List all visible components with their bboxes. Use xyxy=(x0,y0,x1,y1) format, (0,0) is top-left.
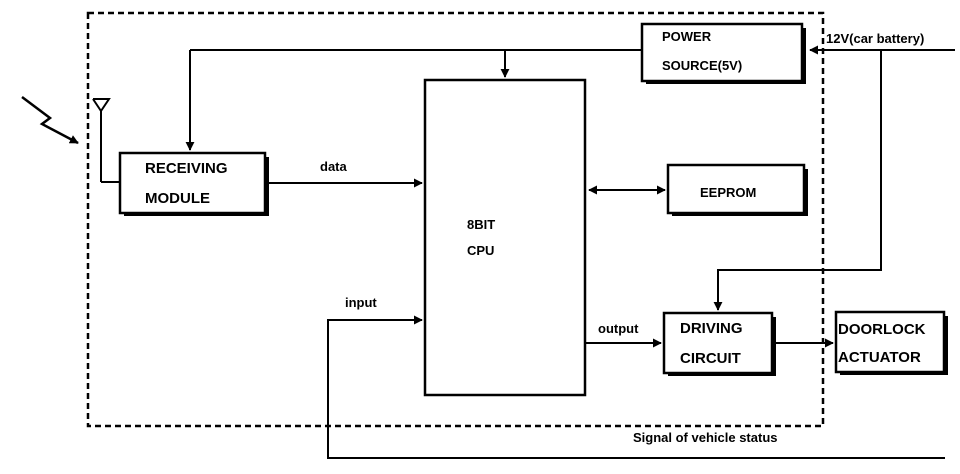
data-connection: data xyxy=(269,159,422,183)
receiving-module-block: RECEIVING MODULE xyxy=(120,153,269,216)
input-label: input xyxy=(345,295,377,310)
receiving-module-label-1: RECEIVING xyxy=(145,160,228,177)
lightning-icon xyxy=(22,97,78,143)
power-source-block: POWER SOURCE(5V) xyxy=(642,24,806,84)
cpu-block: 8BIT CPU xyxy=(425,80,585,395)
power-source-label-1: POWER xyxy=(662,29,712,44)
driving-circuit-block: DRIVING CIRCUIT xyxy=(664,313,776,376)
eeprom-label: EEPROM xyxy=(700,185,756,200)
output-label: output xyxy=(598,321,639,336)
cpu-label-2: CPU xyxy=(467,243,494,258)
driving-circuit-label-2: CIRCUIT xyxy=(680,350,741,367)
vehicle-signal-label: Signal of vehicle status xyxy=(633,430,778,445)
battery-label: 12V(car battery) xyxy=(826,31,924,46)
antenna-icon xyxy=(93,99,120,182)
driving-circuit-label-1: DRIVING xyxy=(680,320,743,337)
doorlock-actuator-label-2: ACTUATOR xyxy=(838,349,921,366)
power-source-label-2: SOURCE(5V) xyxy=(662,58,742,73)
battery-connection: 12V(car battery) xyxy=(810,31,955,50)
doorlock-actuator-block: DOORLOCK ACTUATOR xyxy=(836,312,948,375)
doorlock-actuator-label-1: DOORLOCK xyxy=(838,321,926,338)
cpu-label-1: 8BIT xyxy=(467,217,495,232)
receiving-module-label-2: MODULE xyxy=(145,190,210,207)
output-connection: output xyxy=(585,321,661,343)
data-label: data xyxy=(320,159,348,174)
eeprom-block: EEPROM xyxy=(668,165,808,216)
